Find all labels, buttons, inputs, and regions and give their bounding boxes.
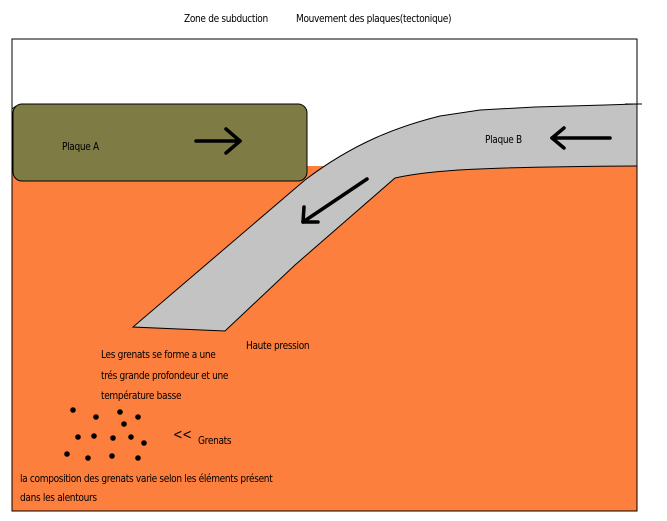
garnet-dot-icon: [70, 407, 76, 413]
plate-b: [131, 103, 638, 332]
plate-a: [12, 103, 308, 182]
garnet-dot-icon: [141, 440, 147, 446]
garnet-dot-icon: [110, 435, 116, 441]
formation-note-line-1: Les grenats se forme a une: [101, 348, 216, 361]
garnet-dot-icon: [109, 453, 115, 459]
arrow-down-left-icon: [301, 177, 369, 224]
garnet-dots: [64, 407, 147, 461]
surface-line-left: [11, 105, 17, 110]
garnet-label: Grenats: [198, 434, 232, 447]
plate-b-label: Plaque B: [485, 133, 522, 146]
title-plate-movement: Mouvement des plaques(tectonique): [296, 12, 452, 25]
garnet-dot-icon: [85, 455, 91, 461]
garnet-dot-icon: [93, 414, 99, 420]
garnet-dot-icon: [135, 455, 141, 461]
garnet-dot-icon: [117, 409, 123, 415]
composition-note-line-2: dans les alentours: [20, 491, 97, 504]
formation-note-line-3: température basse: [101, 389, 182, 402]
title-subduction-zone: Zone de subduction: [184, 12, 268, 25]
pressure-label: Haute pression: [246, 339, 310, 352]
garnet-dot-icon: [128, 434, 134, 440]
garnet-dot-icon: [64, 451, 70, 457]
garnet-dot-icon: [121, 421, 127, 427]
garnet-dot-icon: [91, 433, 97, 439]
arrow-left-icon: [550, 126, 612, 150]
composition-note-line-1: la composition des grenats varie selon l…: [20, 472, 273, 485]
garnet-marker: <<: [173, 427, 192, 443]
garnet-dot-icon: [75, 434, 81, 440]
garnet-dot-icon: [135, 414, 141, 420]
arrow-right-icon: [194, 127, 242, 155]
formation-note-line-2: trés grande profondeur et une: [101, 369, 229, 382]
plate-a-label: Plaque A: [62, 140, 99, 153]
